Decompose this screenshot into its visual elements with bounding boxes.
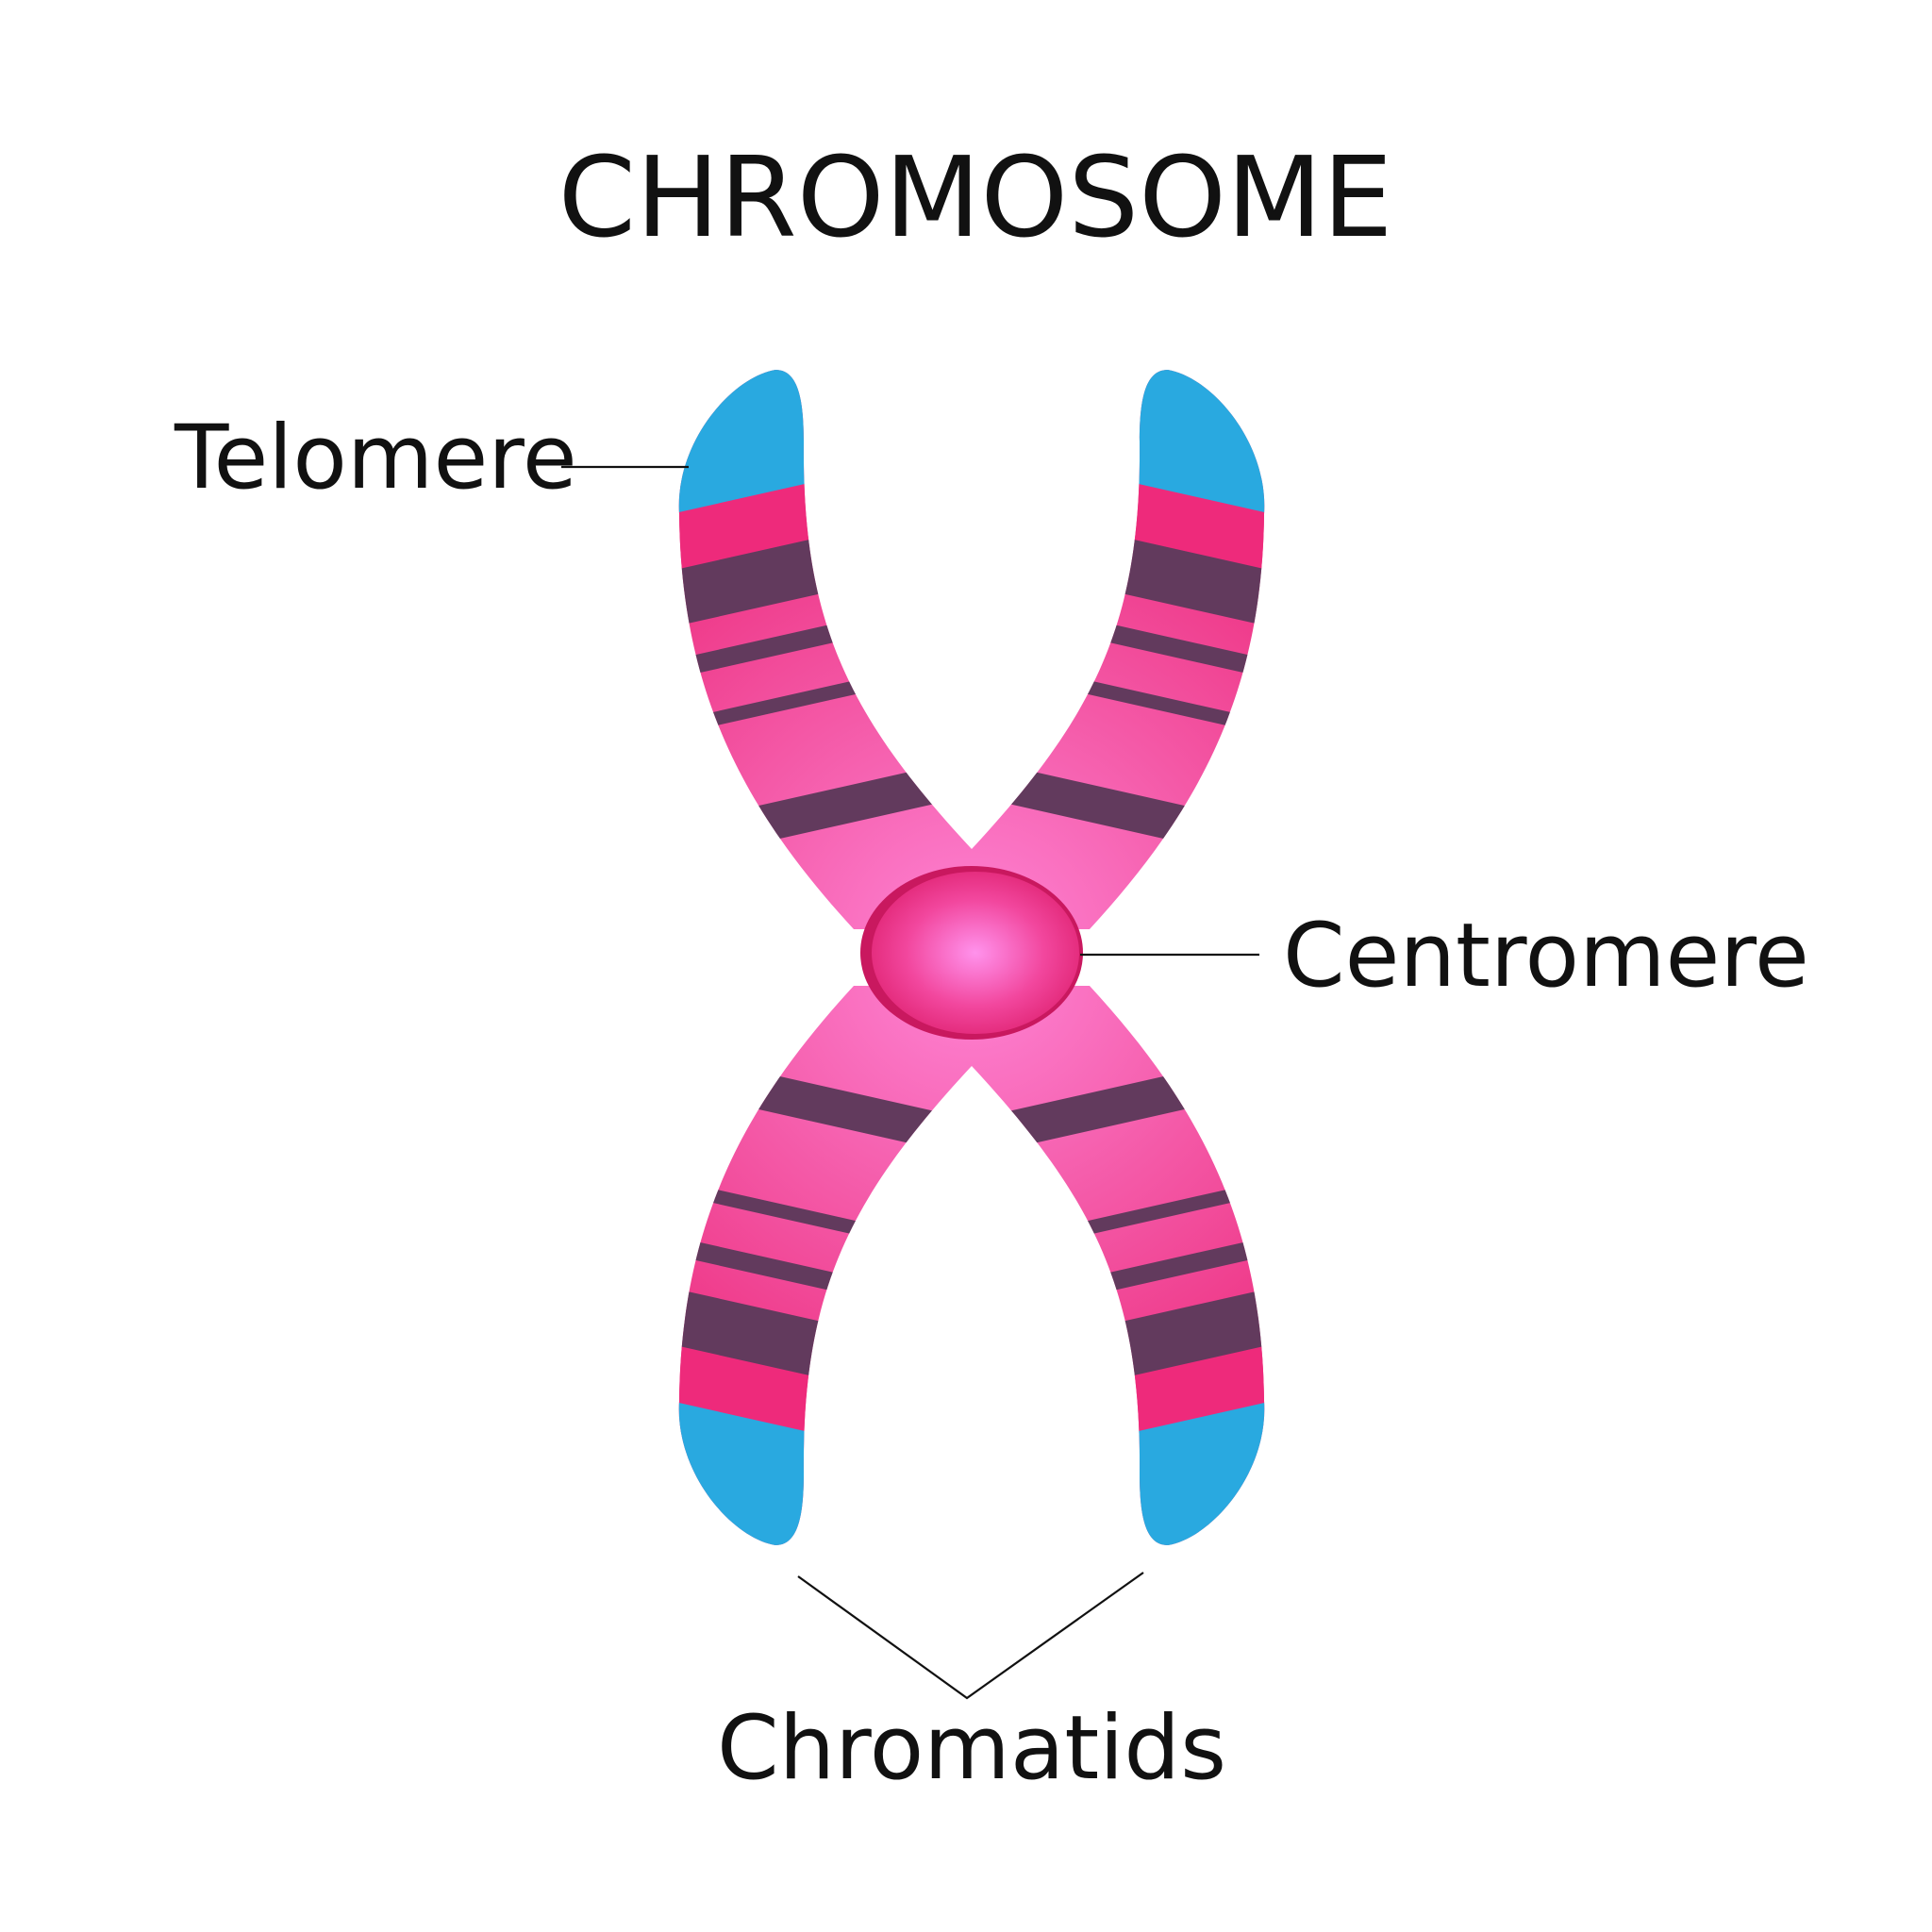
chromatid-arm-upper-left bbox=[566, 283, 972, 929]
diagram-title: CHROMOSOME bbox=[558, 132, 1393, 262]
centromere bbox=[860, 866, 1083, 1040]
chromatid-arm-lower-left bbox=[566, 986, 972, 1632]
chromatids-bracket bbox=[797, 1572, 1144, 1700]
chromatid-arm-upper-right bbox=[972, 283, 1377, 929]
telomere-label: Telomere bbox=[174, 407, 577, 509]
chromatids-label: Chromatids bbox=[717, 1697, 1226, 1800]
chromatid-arm-lower-right bbox=[972, 986, 1377, 1632]
chromosome bbox=[566, 283, 1377, 1632]
centromere-label: Centromere bbox=[1283, 905, 1809, 1008]
